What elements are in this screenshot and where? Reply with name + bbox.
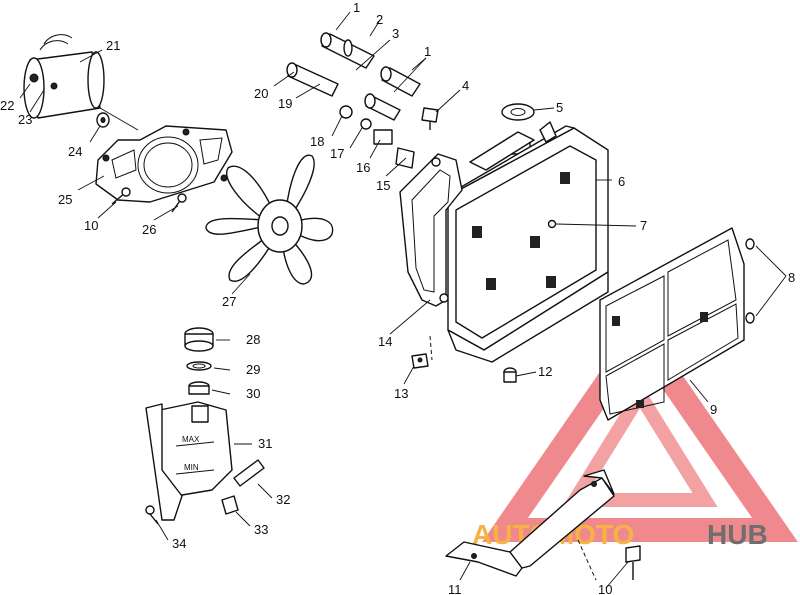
callout-24: 24 [68, 144, 82, 159]
callout-2: 2 [376, 12, 383, 27]
callout-18: 18 [310, 134, 324, 149]
small-fittings [339, 105, 415, 169]
callout-9: 9 [710, 402, 717, 417]
callout-10: 10 [84, 218, 98, 233]
callout-30: 30 [246, 386, 260, 401]
overflow-tank: MAX MIN [145, 401, 233, 521]
tank-gasket [186, 361, 212, 371]
callout-17: 17 [330, 146, 344, 161]
callout-6: 6 [618, 174, 625, 189]
callout-1: 1 [353, 0, 360, 15]
watermark-text-hub: HUB [707, 519, 768, 550]
callout-31: 31 [258, 436, 272, 451]
callout-11: 11 [448, 582, 462, 595]
bracket-bolt [625, 545, 641, 580]
callout-20: 20 [254, 86, 268, 101]
callout-29: 29 [246, 362, 260, 377]
callout-7: 7 [640, 218, 647, 233]
callout-19: 19 [278, 96, 292, 111]
callout-25: 25 [58, 192, 72, 207]
callout-8: 8 [788, 270, 795, 285]
tank-max-mark: MAX [182, 435, 200, 444]
fan-blade [205, 154, 334, 285]
tank-min-mark: MIN [184, 463, 199, 472]
callout-34: 34 [172, 536, 186, 551]
tank-neck-seal [188, 381, 210, 395]
tank-cap [184, 327, 214, 352]
hose-clamp-upper [343, 39, 353, 57]
callout-32: 32 [276, 492, 290, 507]
hose-right [364, 66, 421, 121]
radiator-screw [547, 219, 557, 229]
callout-1-b: 1 [424, 44, 431, 59]
screen-clips [745, 238, 755, 324]
radiator-screen [599, 227, 745, 421]
leader-lines [19, 19, 787, 589]
callout-13: 13 [394, 386, 408, 401]
radiator-side-shroud [399, 153, 463, 307]
lower-hose-left [286, 62, 339, 97]
callout-15: 15 [376, 178, 390, 193]
shroud-screw-left [111, 187, 131, 205]
tank-screw [145, 505, 159, 525]
callout-16: 16 [356, 160, 370, 175]
callout-27: 27 [222, 294, 236, 309]
callout-21: 21 [106, 38, 120, 53]
callout-33: 33 [254, 522, 268, 537]
callout-22: 22 [0, 98, 14, 113]
radiator-bolt [503, 367, 517, 383]
callout-4: 4 [462, 78, 469, 93]
motor-nut [96, 112, 110, 128]
overflow-hose [233, 459, 265, 487]
callout-23: 23 [18, 112, 32, 127]
shroud-clip [411, 335, 433, 369]
watermark-logo: AUTOMOTO HUB [472, 313, 798, 550]
callout-14: 14 [378, 334, 392, 349]
fan-motor [23, 34, 139, 131]
callout-26: 26 [142, 222, 156, 237]
shroud-screw-right [171, 193, 187, 213]
callout-3: 3 [392, 26, 399, 41]
temp-sensor [421, 107, 439, 130]
mounting-bracket [445, 469, 615, 581]
callout-12: 12 [538, 364, 552, 379]
tank-clamp [221, 495, 239, 515]
fan-shroud [95, 125, 233, 203]
radiator [447, 121, 609, 363]
callout-28: 28 [246, 332, 260, 347]
callout-10-b: 10 [598, 582, 612, 595]
callout-5: 5 [556, 100, 563, 115]
